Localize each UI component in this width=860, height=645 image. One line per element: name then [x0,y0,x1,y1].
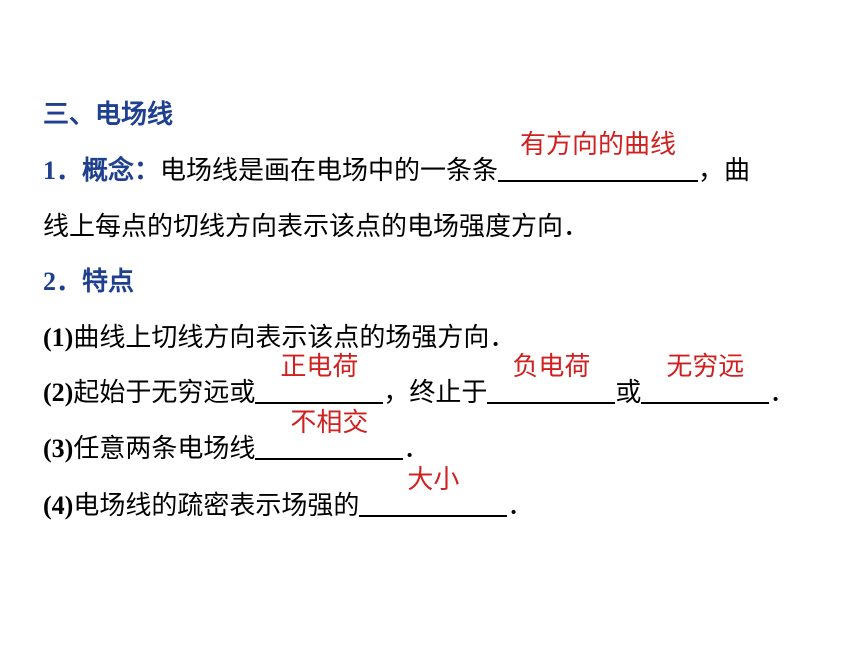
features-heading: 2．特点 [43,265,134,299]
item4-text-a: 电场线的疏密表示场强的 [73,491,360,521]
feature-item-3: (3)任意两条电场线 不相交 ． [43,408,430,466]
item4-text-b: ． [507,491,534,521]
item2-blank-a: 正电荷 [255,352,384,404]
section-title-text: 三、电场线 [43,100,174,130]
item4-answer: 大小 [407,465,460,495]
item2-answer-c: 无穷远 [666,352,745,382]
feature-item-2: (2)起始于无穷远或正电荷 ，终止于负电荷或无穷远 ． [43,352,796,410]
concept-blank: 有方向的曲线 [498,130,699,182]
features-number: 2 [43,267,56,296]
item3-answer: 不相交 [290,408,369,438]
item4-number: (4) [43,491,74,520]
concept-number: 1 [43,156,56,185]
item2-blank-c: 无穷远 [641,352,770,404]
item1-text: 曲线上切线方向表示该点的场强方向． [73,323,516,353]
item3-number: (3) [43,434,74,463]
item2-blank-b: 负电荷 [487,352,616,404]
features-label: ．特点 [56,267,135,297]
concept-answer: 有方向的曲线 [520,130,677,160]
feature-item-1: (1)曲线上切线方向表示该点的场强方向． [43,321,515,355]
concept-text-a: 电场线是画在电场中的一条条 [160,156,499,186]
item3-text-b: ． [403,434,430,464]
item2-answer-b: 负电荷 [512,352,591,382]
item2-number: (2) [43,378,74,407]
item3-text-a: 任意两条电场线 [73,434,256,464]
concept-text-b: ，曲 [698,156,751,186]
item3-blank: 不相交 [255,408,404,460]
item2-text-b: ，终止于 [383,378,488,408]
item2-text-d: ． [769,378,796,408]
concept-label: ．概念： [56,156,161,186]
concept-line: 1．概念：电场线是画在电场中的一条条有方向的曲线 ，曲 [43,130,751,188]
item1-number: (1) [43,323,74,352]
item2-text-a: 起始于无穷远或 [73,378,256,408]
concept-line-2: 线上每点的切线方向表示该点的电场强度方向． [43,210,589,244]
concept-text-c: 线上每点的切线方向表示该点的电场强度方向． [43,212,590,242]
item2-answer-a: 正电荷 [280,352,359,382]
item2-text-c: 或 [615,378,642,408]
item4-blank: 大小 [359,465,508,517]
section-title: 三、电场线 [43,98,173,132]
feature-item-4: (4)电场线的疏密表示场强的 大小 ． [43,465,534,523]
